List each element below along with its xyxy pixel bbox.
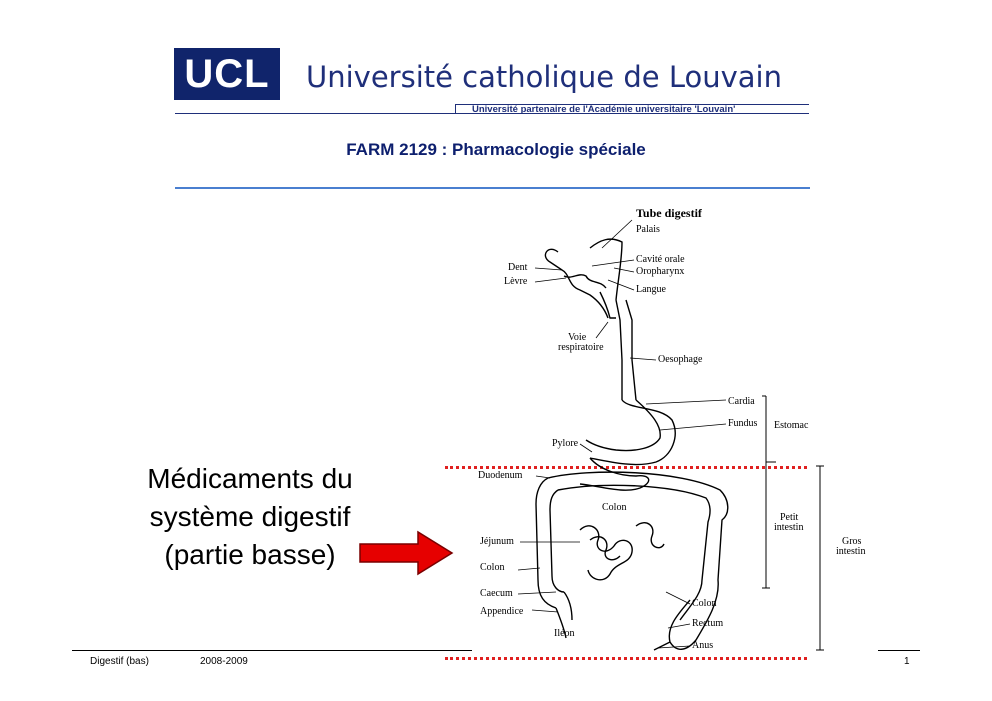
label-dent: Dent — [508, 262, 528, 273]
label-anus: Anus — [692, 640, 714, 651]
header-divider-step — [455, 104, 456, 114]
course-divider — [175, 187, 810, 189]
diagram-title: Tube digestif — [636, 206, 702, 220]
label-palais: Palais — [636, 224, 660, 235]
label-langue: Langue — [636, 284, 666, 295]
label-petit-intestin-1: Petit — [780, 512, 799, 523]
ucl-logo: UCL — [174, 48, 280, 100]
label-gros-intestin-1: Gros — [842, 536, 862, 547]
lower-dotted-marker — [445, 657, 807, 660]
label-jejunum: Jéjunum — [480, 536, 514, 547]
header-divider-top — [455, 104, 809, 105]
course-title: FARM 2129 : Pharmacologie spéciale — [346, 140, 646, 159]
label-duodenum: Duodenum — [478, 470, 523, 481]
label-colon-ascendant: Colon — [480, 562, 505, 573]
label-ileon: Iléon — [554, 628, 575, 639]
label-pylore: Pylore — [552, 438, 579, 449]
label-oesophage: Oesophage — [658, 354, 703, 365]
university-name: Université catholique de Louvain — [306, 60, 782, 94]
red-arrow-icon — [359, 530, 454, 576]
label-levre: Lèvre — [504, 276, 528, 287]
label-voie-respiratoire-1: Voie — [568, 332, 587, 343]
university-subtitle: Université partenaire de l'Académie univ… — [472, 104, 736, 115]
label-fundus: Fundus — [728, 418, 758, 429]
label-petit-intestin-2: intestin — [774, 522, 804, 533]
footer-section: Digestif (bas) — [90, 656, 149, 667]
label-colon-transverse: Colon — [602, 502, 627, 513]
label-caecum: Caecum — [480, 588, 513, 599]
slide-title-line-1: Médicaments du — [147, 463, 353, 494]
label-colon-descendant: Colon — [692, 598, 717, 609]
label-voie-respiratoire-2: respiratoire — [558, 342, 604, 353]
slide-title-line-3: (partie basse) — [164, 539, 336, 570]
footer-year: 2008-2009 — [200, 656, 248, 667]
upper-dotted-marker — [445, 466, 807, 469]
label-oropharynx: Oropharynx — [636, 266, 685, 277]
header-divider — [175, 113, 809, 114]
label-appendice: Appendice — [480, 606, 524, 617]
label-rectum: Rectum — [692, 618, 724, 629]
footer-divider-left — [72, 650, 472, 651]
label-cardia: Cardia — [728, 396, 755, 407]
label-cavite-orale: Cavité orale — [636, 254, 685, 265]
slide-title: Médicaments du système digestif (partie … — [110, 460, 390, 574]
label-gros-intestin-2: intestin — [836, 546, 866, 557]
digestive-tract-drawing — [517, 219, 824, 651]
slide-title-line-2: système digestif — [149, 501, 351, 532]
label-estomac: Estomac — [774, 420, 809, 431]
page-number: 1 — [904, 656, 910, 667]
footer-divider-right — [878, 650, 920, 651]
digestive-tract-diagram: Tube digestif Palais Cavité orale Oropha… — [440, 200, 880, 660]
